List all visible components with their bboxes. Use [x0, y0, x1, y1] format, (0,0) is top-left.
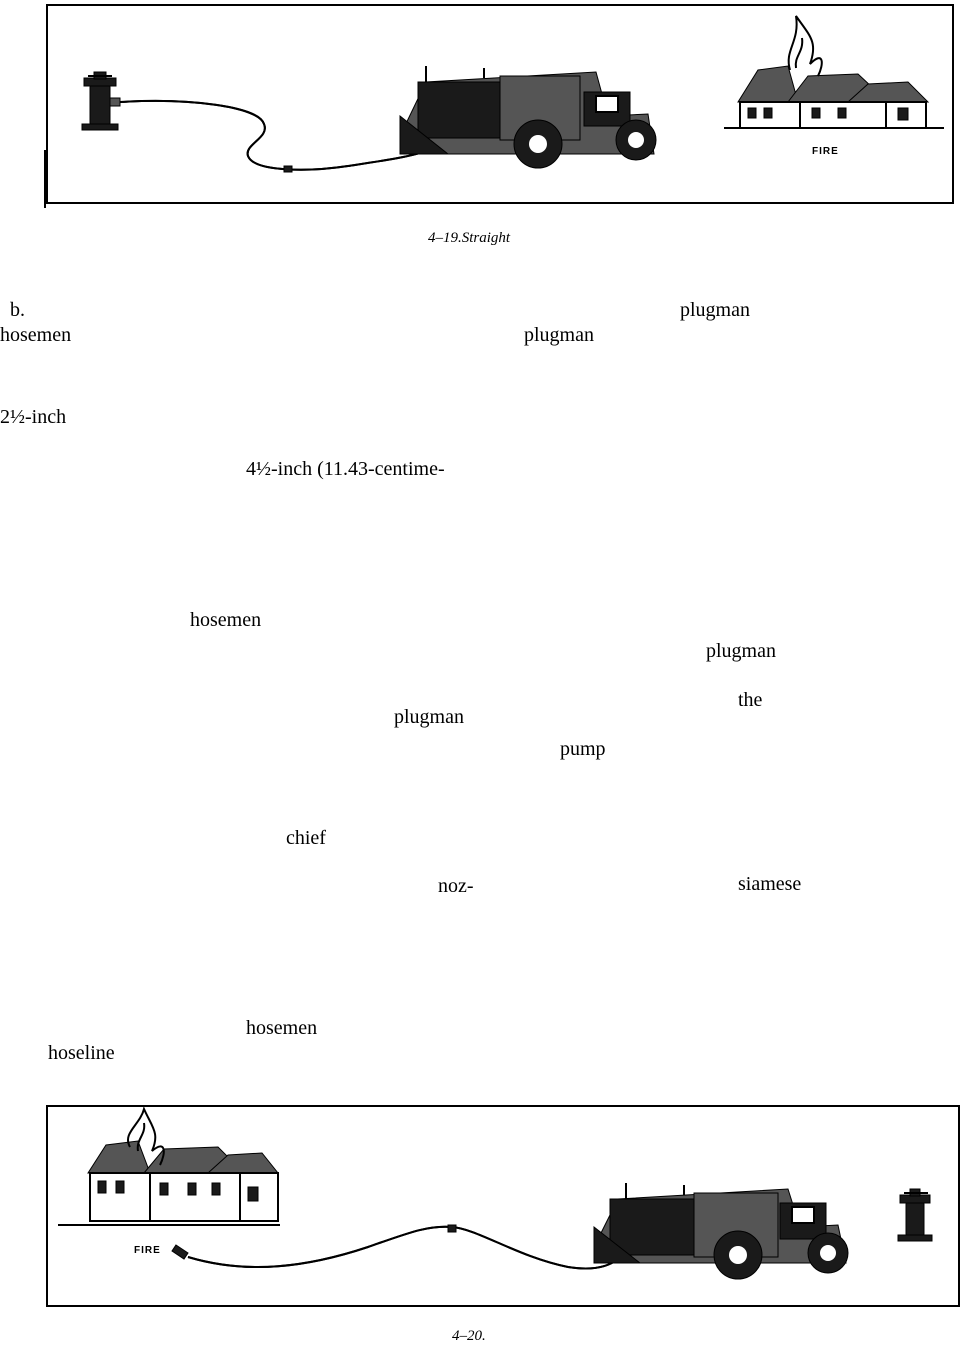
text-fragment: pump: [560, 739, 606, 759]
fire-label: FIRE: [134, 1245, 161, 1256]
text-fragment: hosemen: [246, 1018, 317, 1038]
nozzle-icon: [172, 1245, 188, 1259]
figure-caption-4-19: 4–19.Straight: [428, 230, 510, 247]
text-fragment: plugman: [706, 641, 776, 661]
straight-lay-illustration: [48, 6, 952, 202]
figure-straight-lay: FIRE: [46, 4, 954, 204]
text-fragment: plugman: [394, 707, 464, 727]
divider-rule: [672, 1306, 956, 1307]
text-fragment: plugman: [524, 325, 594, 345]
reverse-lay-illustration: [48, 1107, 958, 1305]
text-fragment: hoseline: [48, 1043, 115, 1063]
figure-caption-4-20: 4–20.: [452, 1328, 486, 1345]
burning-house-icon: [58, 1109, 280, 1225]
fire-truck-icon: [400, 66, 656, 168]
hose-line: [188, 1227, 618, 1269]
fire-label: FIRE: [812, 146, 839, 157]
burning-house-icon: [724, 16, 944, 128]
figure-reverse-lay: FIRE: [46, 1105, 960, 1307]
text-fragment: plugman: [680, 300, 750, 320]
text-fragment: chief: [286, 828, 326, 848]
hydrant-icon: [898, 1189, 932, 1241]
text-fragment: 4½-inch (11.43-centime-: [246, 459, 445, 479]
text-fragment: the: [738, 690, 762, 710]
text-fragment: hosemen: [190, 610, 261, 630]
text-fragment: 2½-inch: [0, 407, 66, 427]
text-fragment: b.: [10, 300, 25, 320]
hydrant-icon: [82, 72, 120, 130]
fire-truck-icon: [594, 1183, 848, 1279]
text-fragment: siamese: [738, 874, 801, 894]
text-fragment: noz-: [438, 876, 474, 896]
text-fragment: hosemen: [0, 325, 71, 345]
